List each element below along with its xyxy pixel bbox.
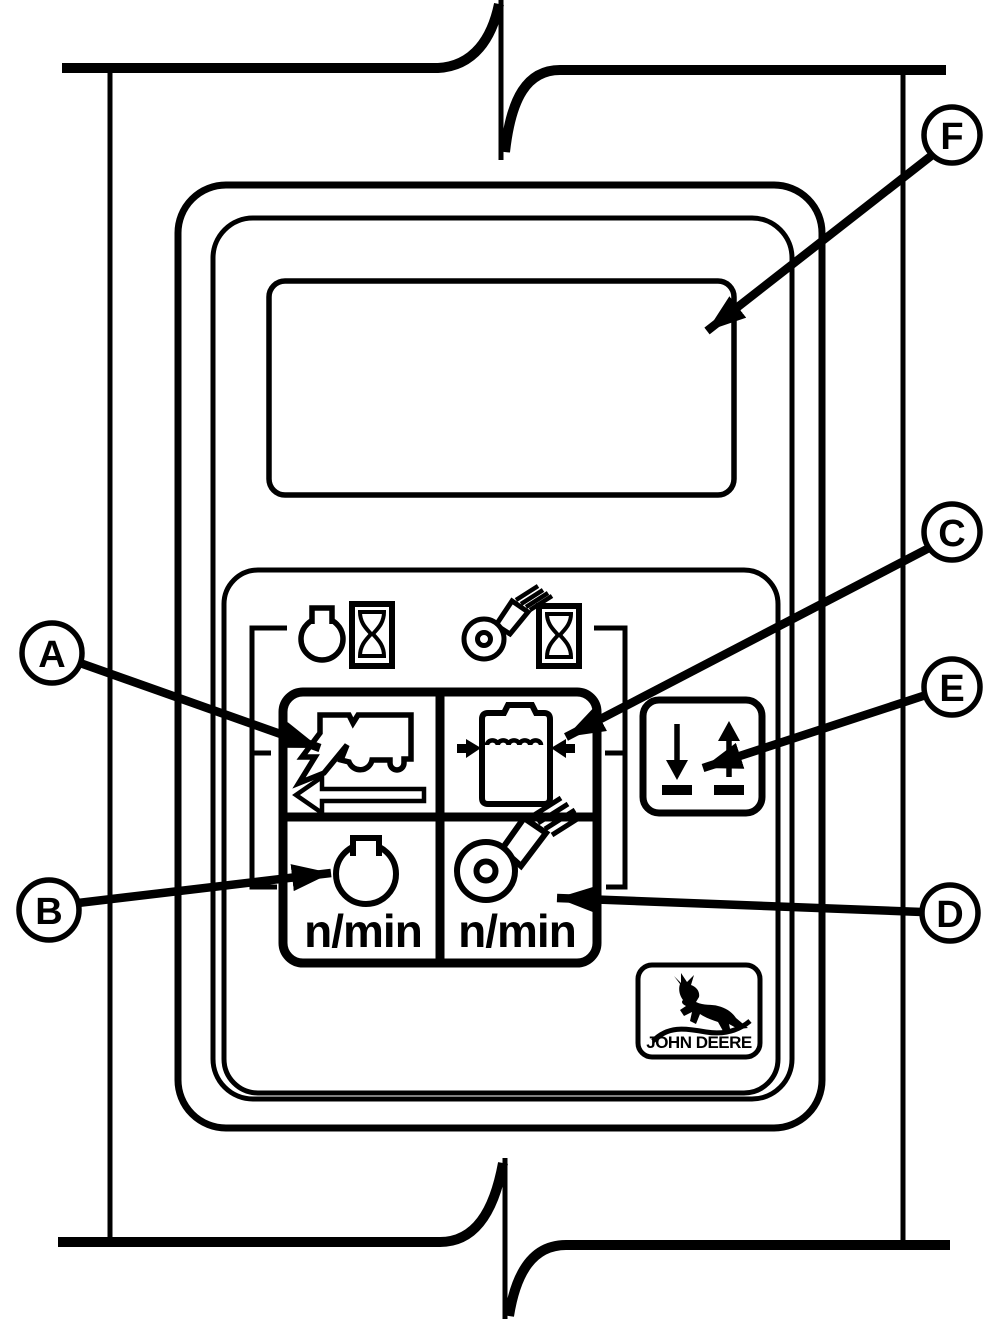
callout-a: A bbox=[19, 620, 85, 686]
drum-neck bbox=[309, 605, 335, 624]
leaping-deer-icon bbox=[674, 973, 748, 1033]
callout-c: C bbox=[921, 501, 983, 563]
callout-a-letter: A bbox=[38, 634, 65, 676]
deer-ground-swoosh bbox=[651, 1019, 752, 1043]
leader-c bbox=[564, 544, 931, 741]
callout-e: E bbox=[921, 656, 983, 718]
combine-travel-button[interactable] bbox=[292, 712, 427, 818]
callout-e-letter: E bbox=[939, 668, 964, 710]
air-flow-lines bbox=[529, 795, 584, 838]
logo-text: JOHN DEERE bbox=[646, 1033, 752, 1052]
leader-a bbox=[78, 658, 322, 753]
inward-arrow-left-icon bbox=[457, 739, 481, 758]
leader-f bbox=[704, 152, 934, 335]
right-rpm-label: n/min bbox=[458, 905, 576, 957]
threshing-drum-icon bbox=[298, 615, 346, 663]
grain-tank-button[interactable] bbox=[457, 702, 575, 807]
callout-d: D bbox=[919, 882, 981, 944]
monitor-bezel bbox=[210, 215, 795, 1102]
leader-e bbox=[701, 690, 928, 773]
grain-tank-level-icon bbox=[479, 702, 553, 807]
left-direction-arrow-icon bbox=[292, 772, 427, 818]
display-screen bbox=[266, 278, 737, 498]
leader-b bbox=[77, 864, 332, 908]
bottom-border-left bbox=[58, 1162, 508, 1247]
inward-arrow-right-icon bbox=[551, 739, 575, 758]
combine-with-left-arrow-icon bbox=[292, 712, 414, 789]
callout-b: B bbox=[16, 877, 82, 943]
fan-speed-button[interactable]: n/min bbox=[454, 795, 584, 957]
top-border-left bbox=[62, 2, 504, 73]
leader-d bbox=[556, 885, 923, 917]
bottom-border-right bbox=[504, 1240, 950, 1317]
callout-b-letter: B bbox=[35, 891, 62, 933]
cylinder-hours-legend bbox=[298, 601, 395, 669]
callout-d-letter: D bbox=[936, 894, 963, 936]
hourglass-icon bbox=[349, 601, 395, 669]
john-deere-logo: JOHN DEERE bbox=[635, 962, 763, 1060]
fan-hub bbox=[473, 858, 499, 884]
hourglass-icon bbox=[536, 603, 582, 669]
top-border-right bbox=[500, 65, 946, 153]
cylinder-speed-button[interactable]: n/min bbox=[304, 835, 423, 957]
right-bracket bbox=[594, 625, 628, 890]
callout-labels: A B C D E F bbox=[16, 104, 983, 944]
icon-legend bbox=[249, 584, 628, 890]
fan-hours-legend bbox=[461, 584, 582, 669]
callout-leaders bbox=[77, 152, 934, 917]
control-panel-area bbox=[221, 567, 781, 1096]
callout-f-letter: F bbox=[940, 116, 963, 158]
left-rpm-label: n/min bbox=[304, 905, 422, 957]
grain-level-wave bbox=[484, 738, 544, 746]
left-bracket bbox=[249, 625, 287, 890]
raise-lower-button[interactable] bbox=[639, 696, 766, 817]
page-frame bbox=[58, 0, 950, 1319]
callout-c-letter: C bbox=[938, 513, 965, 555]
cleaning-fan-icon bbox=[461, 584, 554, 662]
callout-f: F bbox=[921, 104, 983, 166]
drum-neck bbox=[350, 835, 382, 856]
button-grid: n/min n/min bbox=[278, 687, 602, 968]
